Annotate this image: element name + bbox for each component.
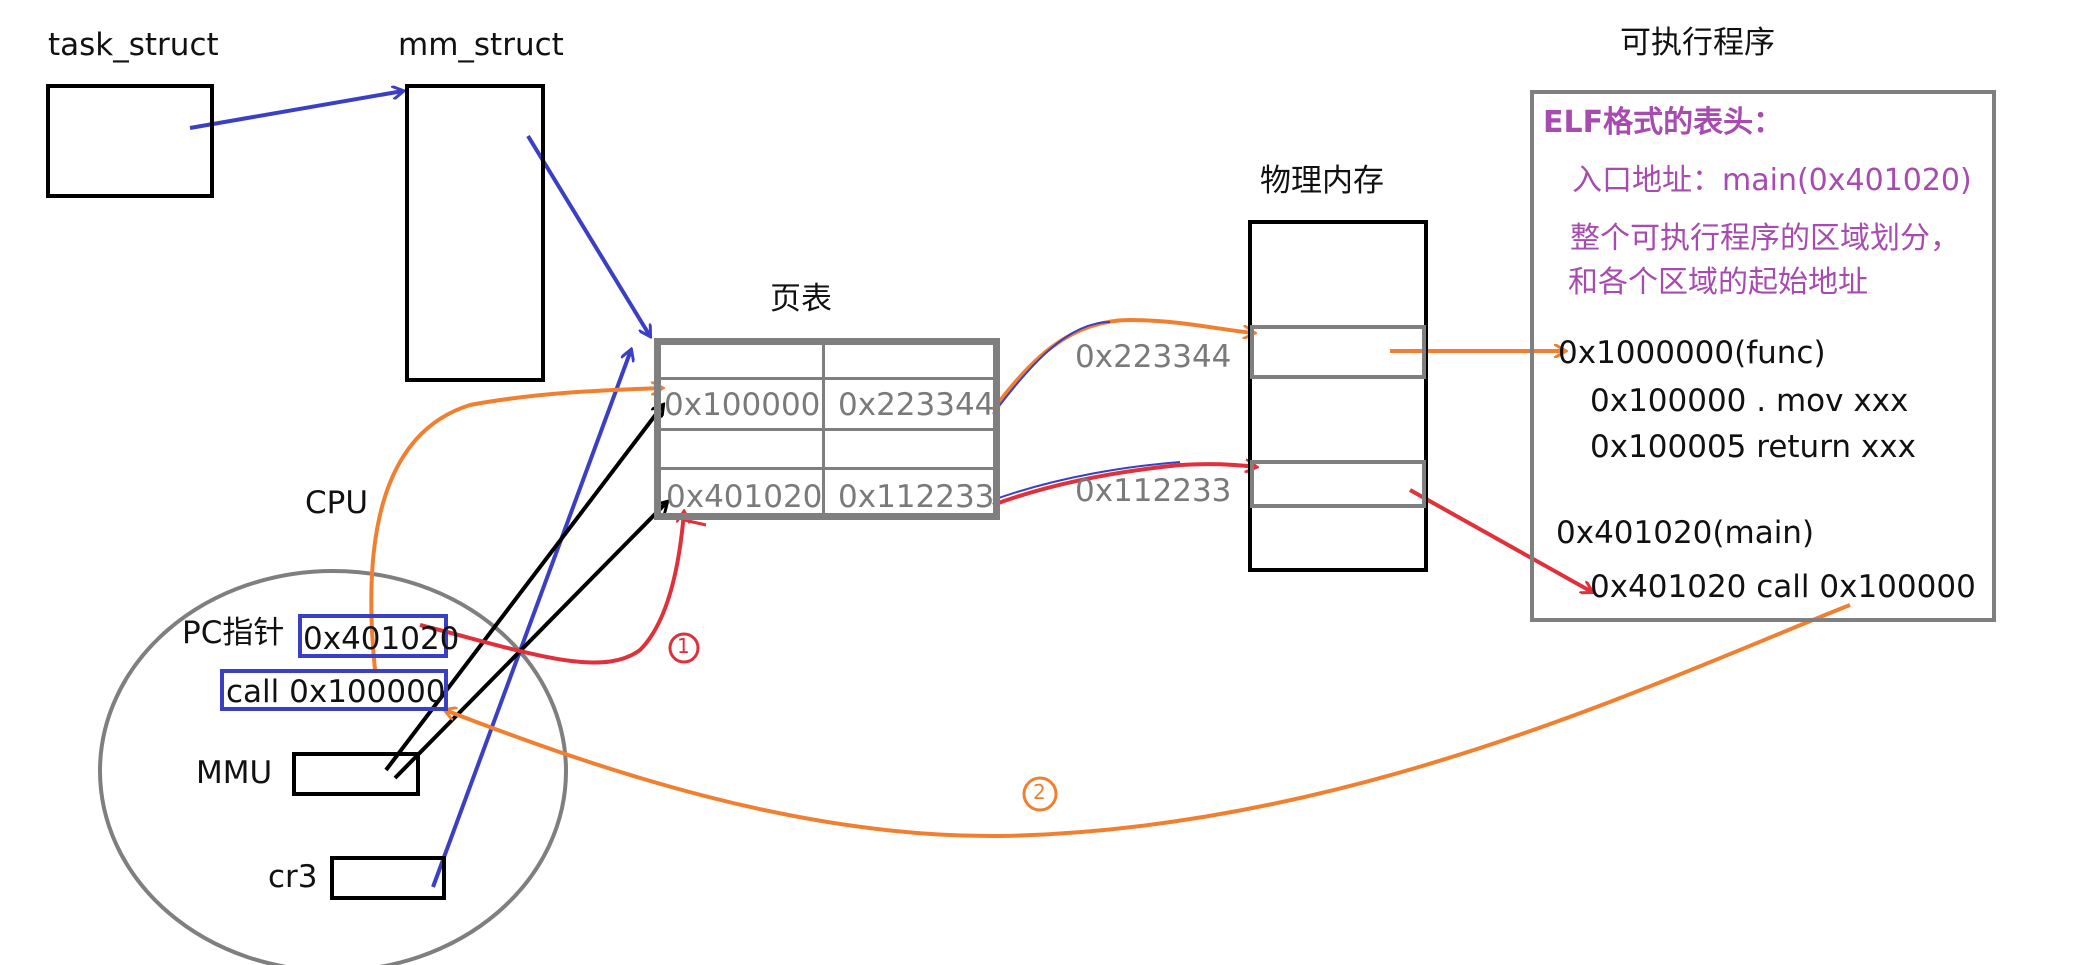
page-table [654,338,1000,520]
func-line1: 0x100000 . mov xxx [1590,383,1909,419]
cr3-label: cr3 [268,859,318,895]
arrow-task-to-mm [189,91,403,130]
executable-box [1530,90,1996,622]
arrow-cr3-to-pagetable [431,350,631,888]
physical-memory-title: 物理内存 [1260,163,1384,199]
page-table-row3-physical: 0x112233 [838,479,995,515]
cpu-label: CPU [305,485,369,521]
page-table-row1-virtual: 0x100000 [664,387,821,423]
call-instruction-value: call 0x100000 [226,674,446,710]
physical-memory-addr-upper: 0x223344 [1075,339,1232,375]
physical-memory-box [1248,220,1428,572]
pc-pointer-label: PC指针 [182,615,285,651]
page-table-row3-virtual: 0x401020 [666,479,823,515]
physical-memory-page-upper [1250,325,1426,379]
page-table-row1-physical: 0x223344 [838,387,995,423]
main-line1: 0x401020 call 0x100000 [1590,569,1976,605]
regions-text-line2: 和各个区域的起始地址 [1568,265,1868,300]
func-label: 0x1000000(func) [1558,335,1826,371]
step-two-marker: 2 [1033,780,1046,804]
pc-register [298,614,448,658]
mmu-label: MMU [196,755,273,791]
arrow-mmu-to-row1 [384,405,663,772]
arrow-exec-call-to-cpu [445,603,1851,839]
func-line2: 0x100005 return xxx [1590,429,1916,465]
regions-text-line1: 整个可执行程序的区域划分， [1570,221,1960,256]
mmu-box [292,752,420,796]
arrow-pc-to-pagetable [419,512,684,665]
main-label: 0x401020(main) [1556,515,1815,551]
page-table-title: 页表 [770,281,832,317]
pc-register-value: 0x401020 [303,621,460,657]
arrow-mm-to-pagetable [526,134,650,336]
task-struct-label: task_struct [48,27,219,63]
step-one-marker: 1 [677,634,690,658]
mm-struct-label: mm_struct [398,27,564,63]
executable-title: 可执行程序 [1620,25,1775,61]
physical-memory-addr-lower: 0x112233 [1075,473,1232,509]
elf-header-text: ELF格式的表头： [1543,105,1784,140]
entry-address-text: 入口地址：main(0x401020) [1572,163,1972,198]
task-struct-box [46,84,214,198]
call-instruction-box [220,669,448,711]
physical-memory-page-lower [1250,460,1426,508]
cr3-box [330,856,446,900]
mm-struct-box [405,84,545,382]
